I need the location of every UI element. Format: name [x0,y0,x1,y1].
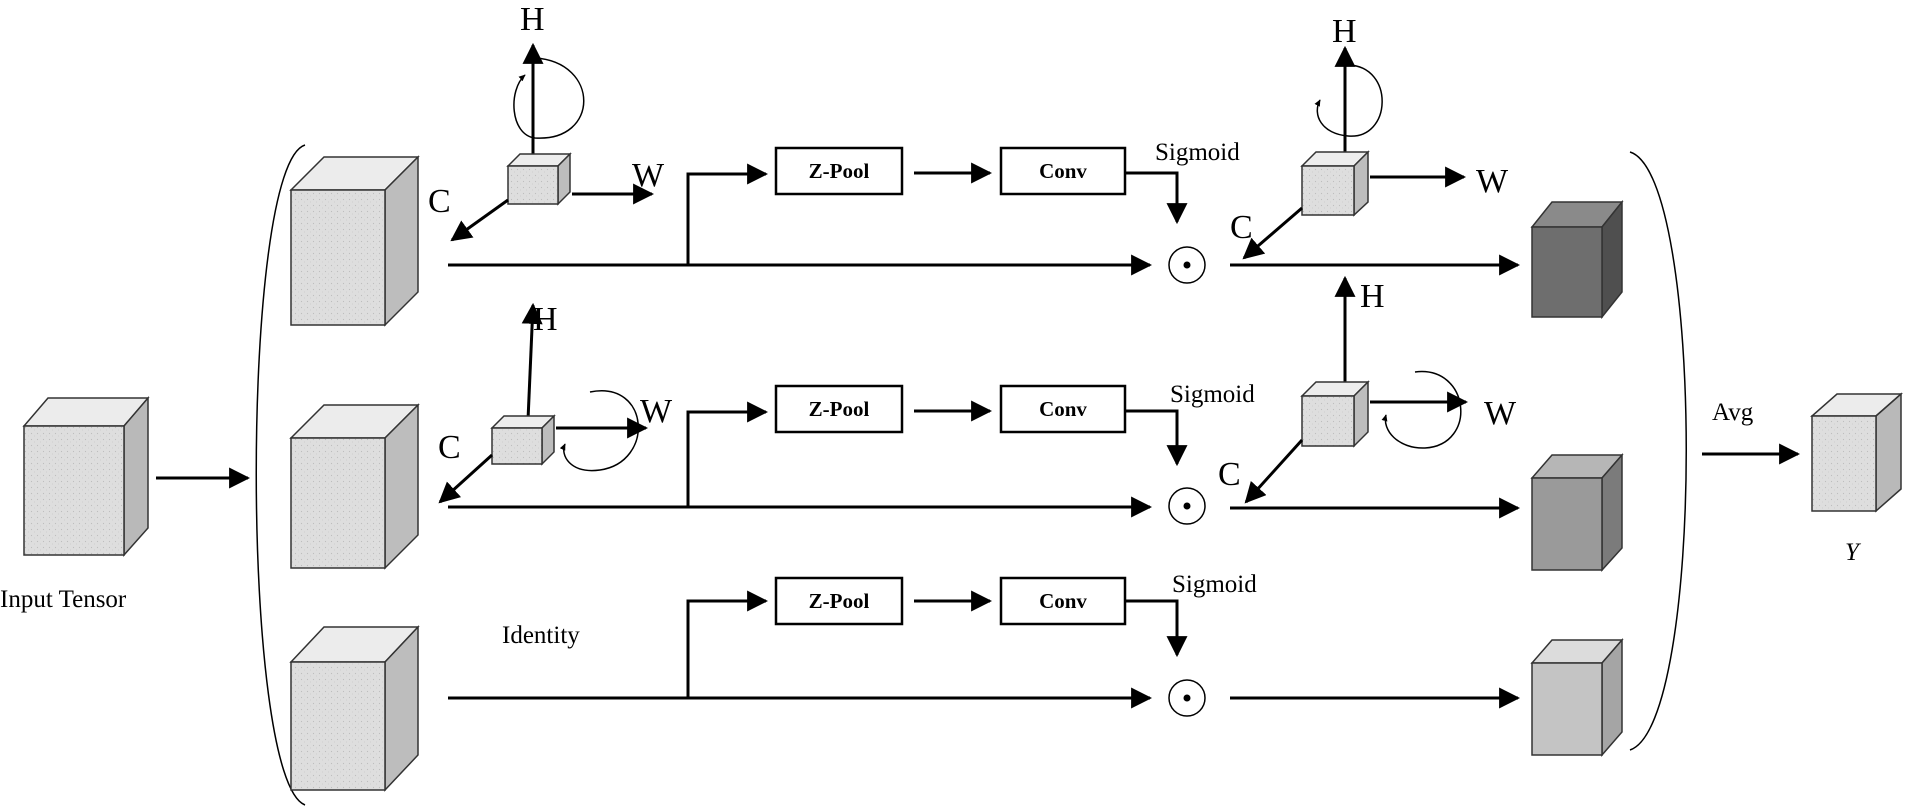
branch1-inv-c-axis-arrow [1242,206,1303,260]
input-tensor-cube [22,395,150,557]
branch3-output-cube [1530,637,1624,758]
branch2-conv-box [999,384,1127,434]
branch1-zpool-box [774,146,904,196]
branch3-multiply-dot [1183,694,1191,702]
branch1-c-axis-arrow [450,198,509,242]
branch3-tap-arrow [686,590,769,698]
output-y-label: Y [1845,539,1862,566]
branch1-conv-box [999,146,1127,196]
branch1-w-label: W [632,157,665,194]
branch2-rotation-arc-icon [559,390,640,472]
branch1-zpool-label: Z-Pool [809,159,870,183]
branch1-inv-rotation-arc-icon [1314,64,1383,137]
branch2-zpool-label: Z-Pool [809,397,870,421]
branch3-zpool-box [774,576,904,626]
right-bracket [1629,151,1687,751]
branch2-c-label: C [438,429,461,466]
branch1-inv-w-label: W [1476,163,1509,200]
branch1-input-cube [289,155,420,327]
branch2-conv-label: Conv [1039,397,1087,421]
branch1-multiply-dot [1183,261,1191,269]
branch2-inv-w-label: W [1484,395,1517,432]
branch3-sigmoid-label: Sigmoid [1172,571,1257,598]
branch1-sigmoid-label: Sigmoid [1155,139,1240,166]
avg-label: Avg [1712,399,1754,426]
branch2-output-cube [1530,452,1624,572]
branch2-inv-h-label: H [1360,278,1385,315]
branch1-rotation-arc-icon [513,57,585,139]
branch1-inverse-rotation-axes [1242,45,1467,260]
branch3-conv-box [999,576,1127,626]
branch3-sigmoid-arrow [1126,599,1188,658]
branch2-h-axis-arrow [521,302,543,421]
branch1-conv-label: Conv [1039,159,1087,183]
branch1-inv-c-label: C [1230,209,1253,246]
left-bracket [255,144,306,806]
branch2-rotation-axes [438,302,649,504]
branch2-multiply-dot [1183,502,1191,510]
branch1-rotation-axes [450,42,655,242]
branch2-w-label: W [640,393,673,430]
branch2-h-label: H [533,301,558,338]
branch3-conv-label: Conv [1039,589,1087,613]
branch2-zpool-box [774,384,904,434]
branch1-inv-h-label: H [1332,13,1357,50]
branch2-inv-rotation-arc-icon [1381,371,1462,449]
input-tensor-label: Input Tensor [0,586,127,613]
branch1-h-label: H [520,1,545,38]
branch3-input-cube [289,625,420,792]
branch1-output-cube [1530,199,1624,320]
branch2-sigmoid-label: Sigmoid [1170,381,1255,408]
branch1-tap-arrow [686,163,769,265]
branch2-c-axis-arrow [438,453,494,504]
output-y-cube [1810,392,1903,513]
branch2-inverse-rotation-axes [1244,275,1469,504]
branch2-inv-c-label: C [1218,456,1241,493]
branch1-sigmoid-arrow [1126,171,1188,225]
branch2-sigmoid-arrow [1126,409,1188,467]
branch3-zpool-label: Z-Pool [809,589,870,613]
branch2-inv-c-axis-arrow [1244,438,1304,504]
branch1-c-label: C [428,183,451,220]
branch2-tap-arrow [686,401,769,507]
branch2-input-cube [289,403,420,570]
identity-label: Identity [502,622,580,649]
